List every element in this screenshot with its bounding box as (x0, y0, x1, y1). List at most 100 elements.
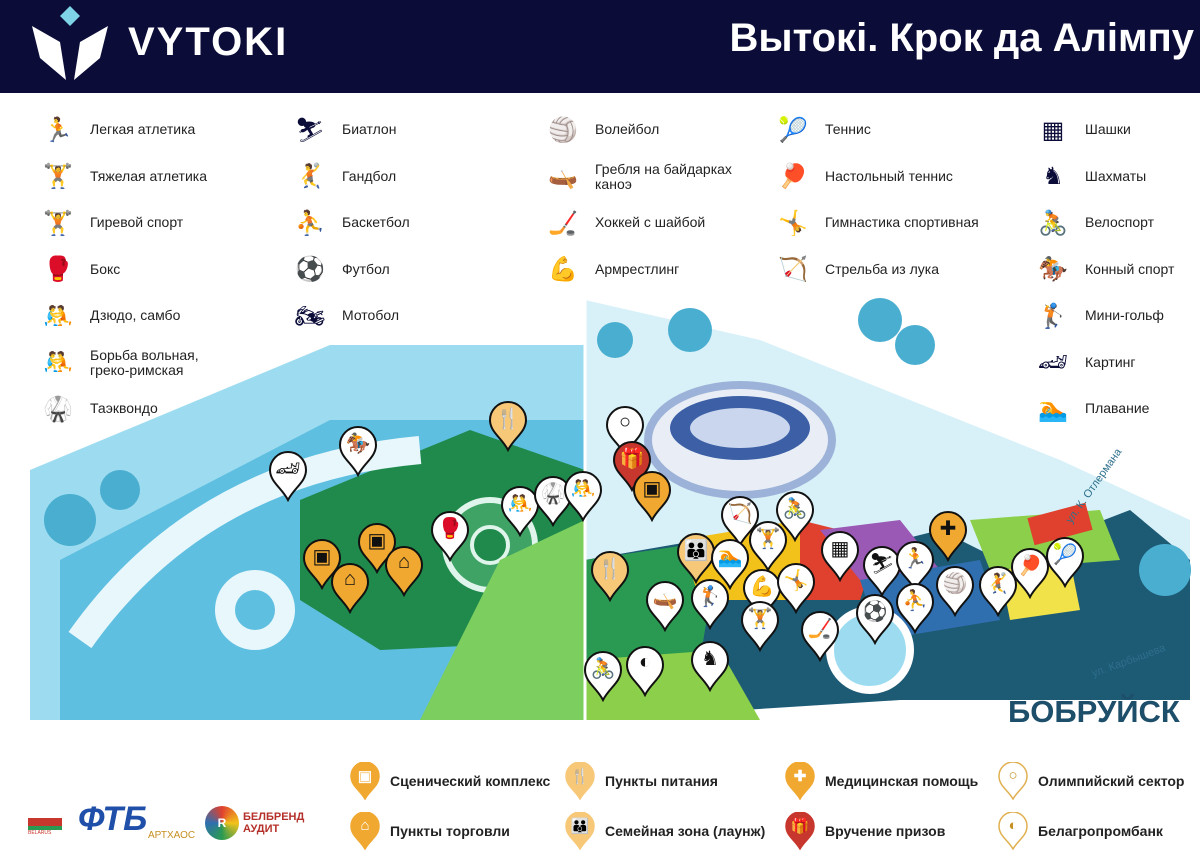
sport-label: Борьба вольная, греко-римская (90, 346, 199, 378)
sport-pin-cycling[interactable]: 🚴 (775, 490, 815, 543)
sport-label: Картинг (1085, 353, 1136, 370)
sponsor-text: BELARUS (28, 830, 52, 836)
poi-pin-stage[interactable]: ▣ (302, 538, 342, 591)
pin-glyph-icon: 🍴 (495, 408, 521, 430)
poi-pin-stage[interactable]: ▣ (357, 522, 397, 575)
shop-icon: ⌂ (350, 811, 380, 851)
sport-pin-cycling[interactable]: 🚴 (583, 650, 623, 703)
sport-legend-item: 🚴Велоспорт (1035, 208, 1154, 238)
sport-label: Стрельба из лука (825, 260, 939, 277)
poi-legend-item: 🎁Вручение призов (785, 811, 945, 851)
header: VYTOKI Вытокі. Крок да Алімпу (0, 0, 1200, 93)
pin-glyph-icon: 💪 (749, 576, 775, 598)
hockey-icon: 🏒 (548, 209, 578, 237)
sport-pin-armwrestling[interactable]: 💪 (742, 568, 782, 621)
sport-pin-chess[interactable]: ♞ (690, 640, 730, 693)
sport-legend-item: ♞Шахматы (1035, 162, 1146, 192)
pin-glyph-icon: 🥊 (437, 518, 463, 540)
sport-pin-football[interactable]: ⚽ (855, 593, 895, 646)
sponsor-olympic-belarus-logo: BELARUS (28, 800, 66, 845)
poi-glyph: ▣ (357, 768, 373, 785)
poi-pin-medical[interactable]: ✚ (928, 510, 968, 563)
swimming-icon: 🏊 (1038, 395, 1068, 423)
poi-glyph: 👪 (570, 818, 590, 835)
sport-pin-biathlon[interactable]: ⛷ (862, 545, 902, 598)
sport-legend-item: 🏍Мотобол (292, 301, 399, 331)
sport-legend-item: 🤾Гандбол (292, 162, 396, 192)
tennis-icon: 🎾 (778, 116, 808, 144)
poi-pin-food[interactable]: 🍴 (590, 550, 630, 603)
sport-pin-archery[interactable]: 🏹 (720, 495, 760, 548)
sport-pin-swimming[interactable]: 🏊 (710, 538, 750, 591)
poi-glyph: ✚ (793, 768, 807, 785)
sport-pin-gymnastics[interactable]: 🤸 (776, 562, 816, 615)
brand-name: VYTOKI (128, 20, 289, 64)
poi-legend-item: ○Олимпийский сектор (998, 761, 1185, 801)
sport-pin-weightlifting[interactable]: 🏋 (748, 520, 788, 573)
pin-glyph-icon: 🎾 (1052, 544, 1078, 566)
belbrand-emblem-icon: R (205, 806, 239, 840)
sport-pin-taekwondo[interactable]: 🥋 (533, 475, 573, 528)
sport-pin-golf[interactable]: 🏌 (690, 578, 730, 631)
sponsor-belbrand-logo: R БЕЛБРЕНД АУДИТ (205, 806, 304, 840)
sport-label: Бокс (90, 260, 121, 277)
chess-icon: ♞ (1042, 163, 1064, 190)
poi-pin-family[interactable]: 👪 (676, 532, 716, 585)
sport-pin-wrestling[interactable]: 🤼 (563, 470, 603, 523)
poi-pin-shop[interactable]: ⌂ (330, 562, 370, 615)
sport-label: Легкая атлетика (90, 121, 196, 138)
bank-icon: ◐ (998, 811, 1028, 851)
poi-pin-stage[interactable]: ▣ (632, 470, 672, 523)
sport-legend-item: ⛹ Баскетбол (292, 208, 410, 238)
poi-legend-item: 👪Семейная зона (лаунж) (565, 811, 765, 851)
sport-pin-hockey[interactable]: 🏒 (800, 610, 840, 663)
weightlifting-icon: 🏋 (43, 163, 73, 190)
sport-label: Теннис (825, 121, 871, 138)
stage-icon: ▣ (350, 761, 380, 801)
motoball-icon: 🏍 (294, 302, 326, 330)
poi-pin-olympic[interactable]: ○ (605, 405, 645, 458)
sport-label: Баскетбол (342, 214, 410, 231)
pin-glyph-icon: 🤼 (507, 493, 533, 515)
sport-pin-checkers[interactable]: ▦ (820, 530, 860, 583)
poi-pin-bank[interactable]: ◐ (625, 645, 665, 698)
sport-label: Таэквондо (90, 400, 158, 417)
volleyball-icon: 🏐 (548, 116, 578, 144)
sport-legend-item: 🎾 Теннис (775, 115, 871, 145)
football-icon: ⚽ (295, 256, 325, 283)
poi-glyph: 🎁 (790, 818, 810, 835)
pin-glyph-icon: 🏋 (755, 528, 781, 550)
pin-glyph-icon: 🏌 (697, 586, 723, 608)
sport-pin-tennis[interactable]: 🎾 (1045, 536, 1085, 589)
sport-pin-boxing[interactable]: 🥊 (430, 510, 470, 563)
poi-pin-food[interactable]: 🍴 (488, 400, 528, 453)
poi-label: Олимпийский сектор (1038, 773, 1185, 789)
sport-legend-item: 🥋Таэквондо (40, 394, 158, 424)
poi-pin-shop[interactable]: ⌂ (384, 545, 424, 598)
poi-legend-item: ✚Медицинская помощь (785, 761, 978, 801)
sport-pin-running[interactable]: 🏃 (895, 540, 935, 593)
sport-pin-volleyball[interactable]: 🏐 (935, 565, 975, 618)
sport-legend-item: 🏋Тяжелая атлетика (40, 162, 207, 192)
sport-pin-basketball[interactable]: ⛹ (895, 582, 935, 635)
poi-legend-item: ▣Сценический комплекс (350, 761, 550, 801)
sport-pin-kettlebell[interactable]: 🏋 (740, 600, 780, 653)
sport-pin-handball[interactable]: 🤾 (978, 565, 1018, 618)
sport-pin-judo[interactable]: 🤼 (500, 485, 540, 538)
sport-pin-karting[interactable]: 🏎 (268, 450, 308, 503)
sport-label: Биатлон (342, 121, 397, 138)
sport-legend-item: 🤸Гимнастика спортивная (775, 208, 979, 238)
poi-glyph: ⌂ (360, 817, 370, 834)
sport-pin-equestrian[interactable]: 🏇 (338, 425, 378, 478)
poi-pin-gift[interactable]: 🎁 (612, 440, 652, 493)
pin-glyph-icon: 🏓 (1017, 555, 1043, 577)
sport-label: Велоспорт (1085, 214, 1155, 231)
pin-glyph-icon: 🏹 (727, 503, 753, 525)
basketball-icon: ⛹ (295, 209, 325, 237)
sport-pin-canoe[interactable]: 🛶 (645, 580, 685, 633)
sport-legend-item: 🏒Хоккей с шайбой (545, 208, 705, 238)
poi-glyph: ◐ (1008, 817, 1018, 834)
kettlebell-icon: 🏋 (43, 209, 73, 237)
pin-glyph-icon: ○ (618, 411, 632, 433)
sport-pin-table-tennis[interactable]: 🏓 (1010, 547, 1050, 600)
